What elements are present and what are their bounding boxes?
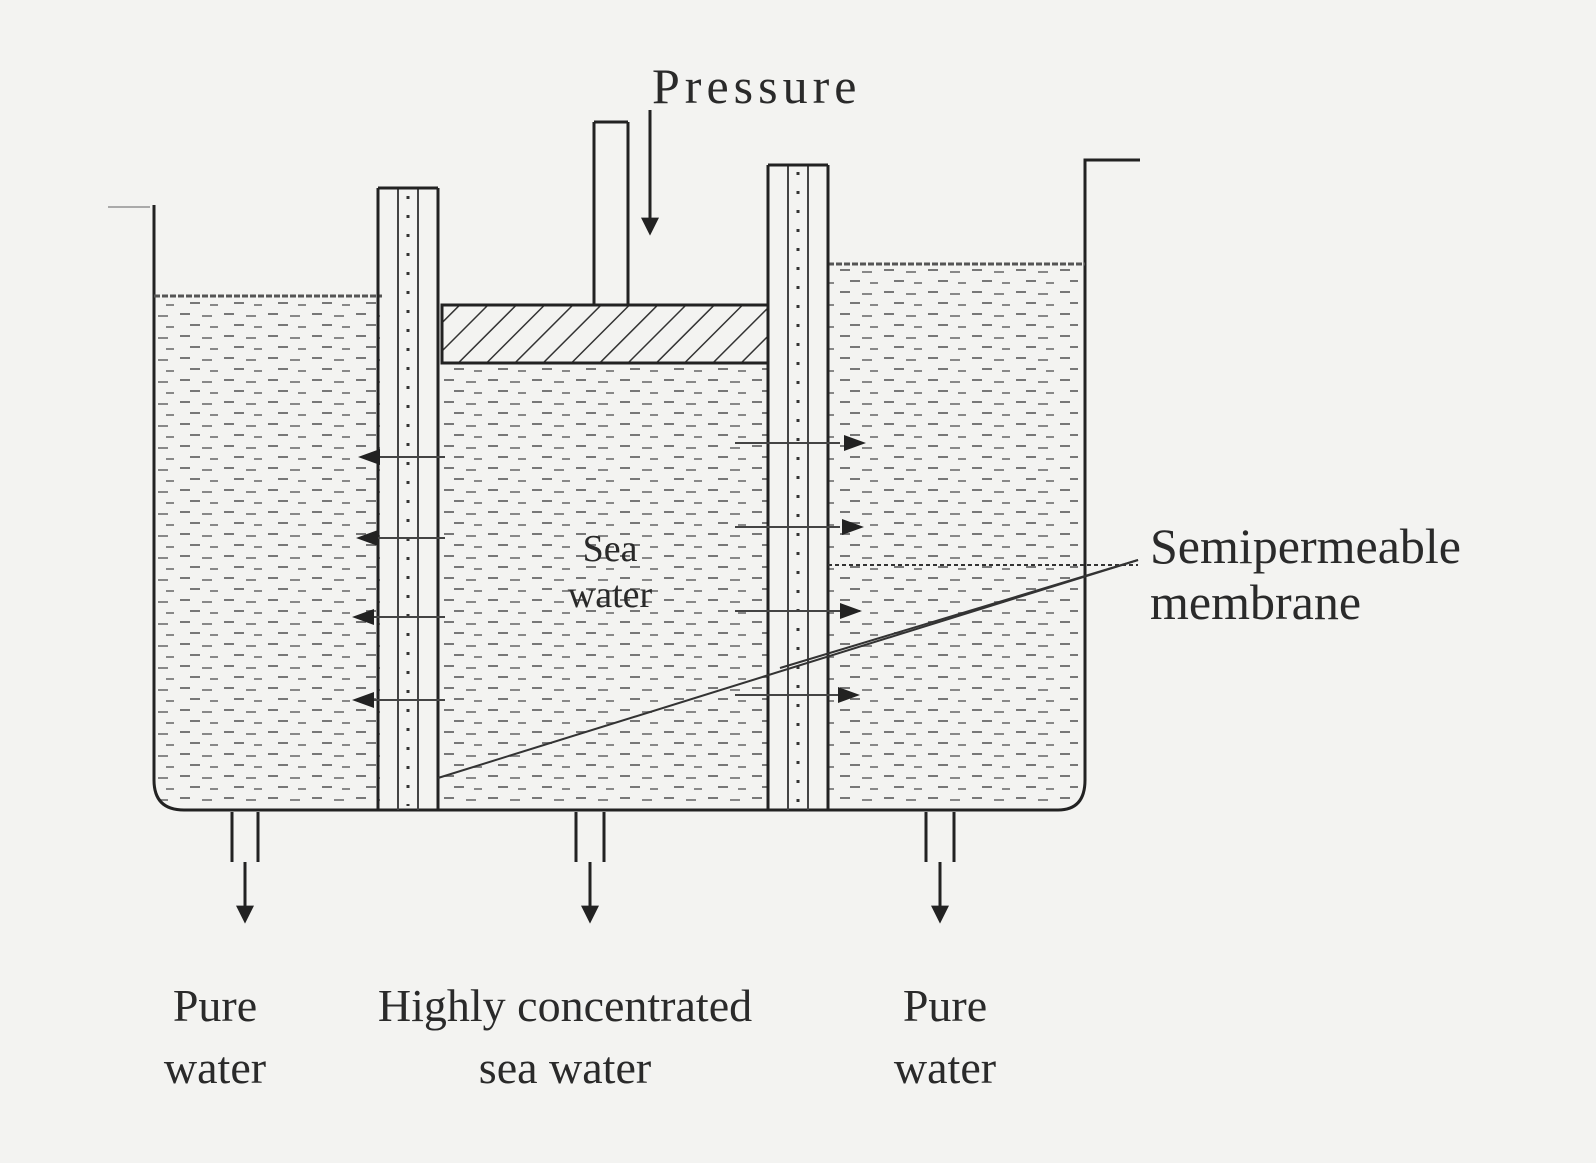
arrow-left-3 — [352, 609, 374, 625]
outlet-right-line1: Pure — [902, 980, 988, 1031]
arrow-left-2 — [356, 530, 378, 546]
flow-arrows-right — [838, 435, 866, 703]
pure-water-left — [158, 298, 380, 806]
sea-water-label-line1: Sea — [582, 528, 638, 570]
outlet-middle-line1: Highly concentrated — [377, 980, 753, 1031]
tank-wall — [152, 158, 1140, 812]
arrow-right-4 — [838, 687, 860, 703]
outlet-left-line1: Pure — [172, 980, 258, 1031]
outlet-label-concentrated-sea-water: Highly concentrated sea water — [315, 975, 815, 1099]
membrane-label-line1: Semipermeable — [1150, 518, 1461, 574]
membrane-left — [376, 186, 440, 810]
arrow-left-1 — [358, 449, 380, 465]
flow-lines — [372, 442, 840, 701]
arrow-left-4 — [352, 692, 374, 708]
sea-water-label-line2: water — [567, 573, 653, 616]
sea-water-label: Sea water — [540, 527, 680, 618]
drain-left — [230, 812, 260, 924]
arrow-right-1 — [844, 435, 866, 451]
drain-right — [924, 812, 956, 924]
outlet-label-pure-water-left: Pure water — [130, 975, 300, 1099]
outlet-middle-line2: sea water — [478, 1042, 652, 1094]
semipermeable-membrane-label: Semipermeable membrane — [1150, 518, 1461, 630]
outlet-label-pure-water-right: Pure water — [860, 975, 1030, 1099]
pure-water-right — [828, 265, 1078, 806]
membrane-label-line2: membrane — [1150, 574, 1362, 630]
arrow-right-2 — [842, 519, 864, 535]
piston — [440, 120, 770, 365]
flow-arrows-left — [352, 449, 380, 708]
drain-middle — [574, 812, 606, 924]
water-fills — [158, 265, 1078, 806]
pressure-label: Pressure — [652, 58, 862, 114]
outlet-left-line2: water — [163, 1042, 267, 1094]
membrane-leader-lines — [437, 559, 1139, 779]
arrow-right-3 — [840, 603, 862, 619]
membrane-right — [766, 163, 830, 810]
outlet-right-line2: water — [893, 1042, 997, 1094]
sea-water-compartment — [440, 365, 768, 806]
